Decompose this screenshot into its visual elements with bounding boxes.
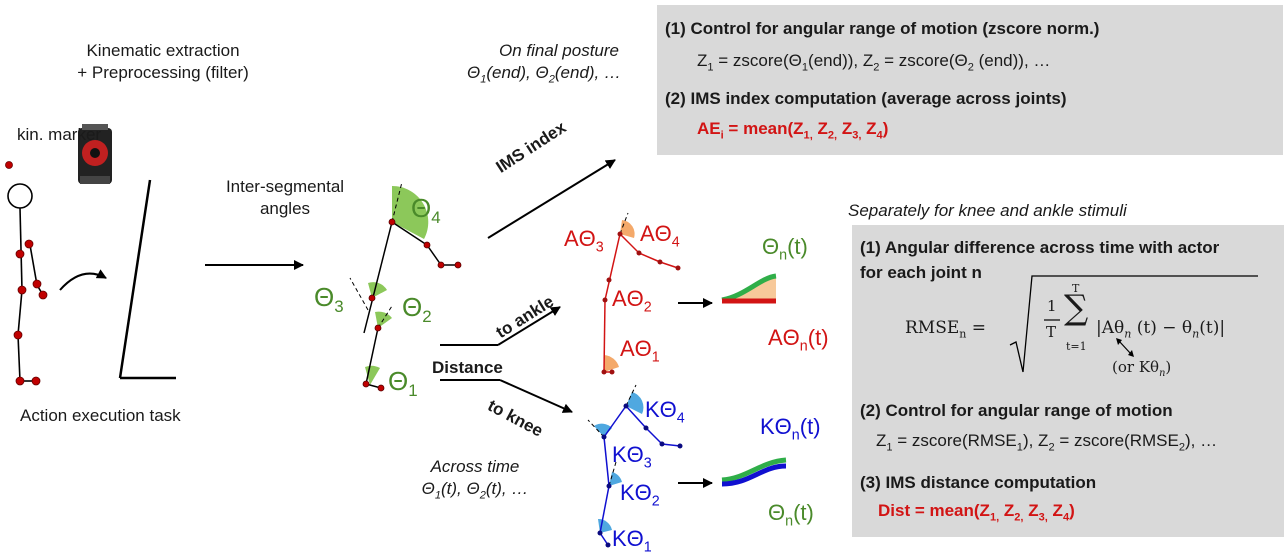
final-posture-line1: On final posture xyxy=(498,41,619,60)
across-time-line1: Across time xyxy=(430,457,520,476)
bottom-step3-title: (3) IMS distance computation xyxy=(860,473,1097,492)
ims-index-box xyxy=(657,5,1283,155)
angle-skeleton xyxy=(349,181,462,392)
action-task-label: Action execution task xyxy=(20,406,181,425)
sum-lower: t=1 xyxy=(1066,340,1087,353)
sum-sign: ∑ xyxy=(1064,288,1089,328)
top-step2-title: (2) IMS index computation (average acros… xyxy=(665,89,1067,108)
angles-line2: angles xyxy=(259,199,311,218)
separately-note: Separately for knee and ankle stimuli xyxy=(848,201,1127,220)
across-time-line2: Θ1(t), Θ2(t), … xyxy=(421,479,529,502)
frac-numerator: 1 xyxy=(1047,297,1057,315)
curve-theta-n-top: Θn(t) xyxy=(762,234,808,264)
k-theta4-label: KΘ4 xyxy=(645,397,685,427)
curve-a-theta-n: AΘn(t) xyxy=(768,325,829,355)
kin-extract-line2: + Preprocessing (filter) xyxy=(77,63,249,82)
bottom-step3-formula: Dist = mean(Z1, Z2, Z3, Z4) xyxy=(878,501,1075,524)
final-posture-line2: Θ1(end), Θ2(end), … xyxy=(466,63,622,86)
bottom-step1-title-line1: (1) Angular difference across time with … xyxy=(860,238,1220,257)
sum-term: |Aθn (t) − θn(t)| xyxy=(1096,318,1226,341)
frac-denominator: T xyxy=(1046,323,1057,341)
distance-label: Distance xyxy=(432,358,503,377)
or-k-theta-note: (or Kθn) xyxy=(1112,358,1172,379)
k-theta3-label: KΘ3 xyxy=(612,442,652,472)
top-step1-formula: Z1 = zscore(Θ1(end)), Z2 = zscore(Θ2 (en… xyxy=(697,51,1051,74)
curve-theta-n-bottom: Θn(t) xyxy=(768,500,814,530)
top-step1-title: (1) Control for angular range of motion … xyxy=(665,19,1100,38)
rmse-lhs: RMSEn = xyxy=(905,318,987,341)
theta1-label: Θ1 xyxy=(388,366,418,401)
a-theta2-label: AΘ2 xyxy=(612,286,652,316)
a-theta1-label: AΘ1 xyxy=(620,336,660,366)
k-theta1-label: KΘ1 xyxy=(612,526,652,555)
theta4-label: Θ4 xyxy=(411,193,441,228)
theta2-label: Θ2 xyxy=(402,292,432,327)
a-theta3-label: AΘ3 xyxy=(564,226,604,256)
ims-distance-box xyxy=(852,225,1284,537)
bottom-step1-title-line2: for each joint n xyxy=(860,263,982,282)
sum-upper: T xyxy=(1072,282,1080,295)
curve-k-theta-n: KΘn(t) xyxy=(760,414,821,444)
k-theta2-label: KΘ2 xyxy=(620,480,660,510)
kin-extract-line1: Kinematic extraction xyxy=(86,41,240,60)
a-theta4-label: AΘ4 xyxy=(640,221,680,251)
camera-icon xyxy=(78,124,112,184)
marker-dots xyxy=(5,161,48,386)
bottom-step2-formula: Z1 = zscore(RMSE1), Z2 = zscore(RMSE2), … xyxy=(876,431,1218,454)
marker-label: kin. marker xyxy=(17,125,102,144)
top-step2-formula: AEi = mean(Z1, Z2, Z3, Z4) xyxy=(697,119,889,142)
theta3-label: Θ3 xyxy=(314,282,344,317)
knee-skeleton xyxy=(587,384,683,548)
ankle-skeleton xyxy=(601,212,681,375)
angles-line1: Inter-segmental xyxy=(225,177,345,196)
bottom-step2-title: (2) Control for angular range of motion xyxy=(860,401,1173,420)
